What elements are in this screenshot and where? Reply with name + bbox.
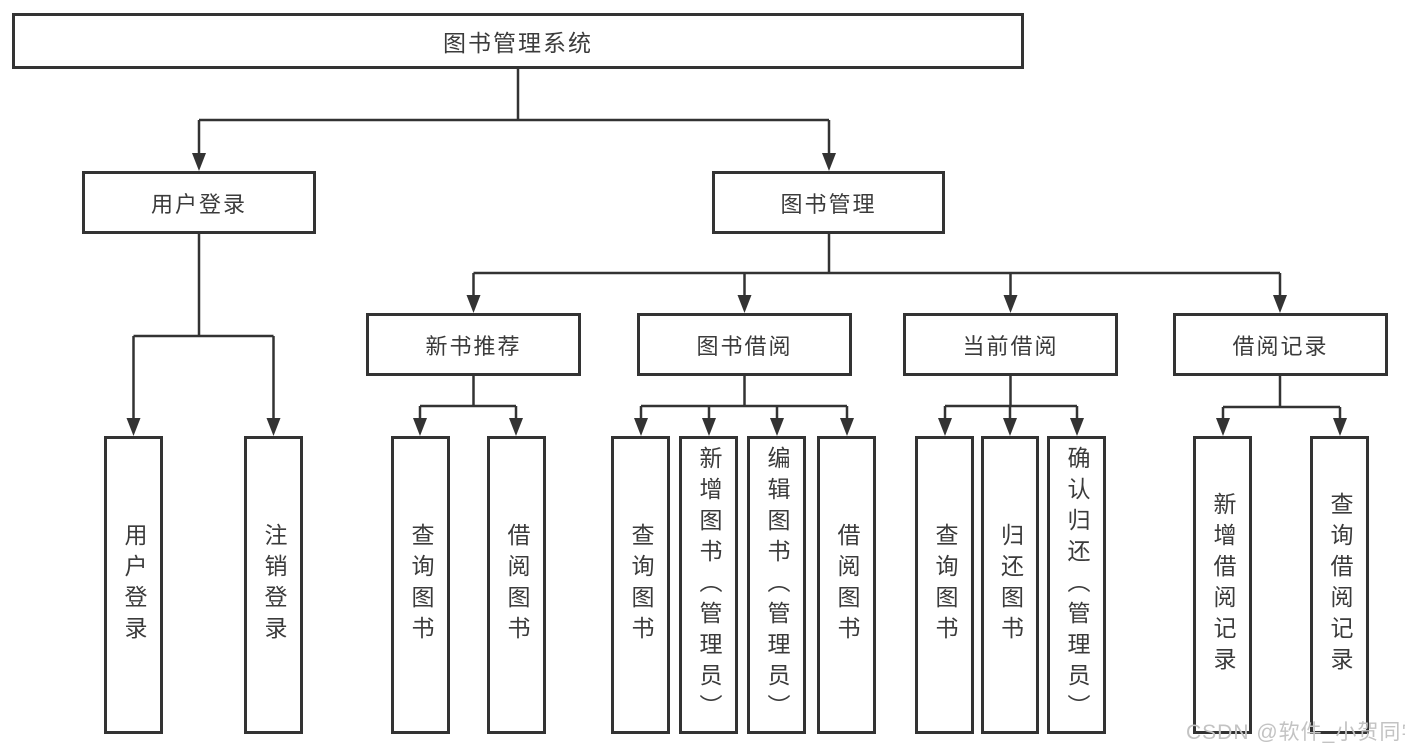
node-borrow-records: 借阅记录: [1173, 313, 1388, 376]
node-book-borrow: 图书借阅: [637, 313, 852, 376]
csdn-watermark: CSDN @软件_小贺同学: [1186, 721, 1405, 744]
node-current-borrow: 当前借阅: [903, 313, 1118, 376]
leaf-borrow-books: 借阅图书: [817, 436, 876, 734]
leaf-current-query-books: 查询图书: [915, 436, 974, 734]
leaf-user-login: 用户登录: [104, 436, 163, 734]
leaf-add-borrow-record: 新增借阅记录: [1193, 436, 1252, 734]
leaf-newbooks-query-books: 查询图书: [391, 436, 450, 734]
node-user-login: 用户登录: [82, 171, 316, 234]
node-library-management-system: 图书管理系统: [12, 13, 1024, 69]
leaf-newbooks-borrow-books: 借阅图书: [487, 436, 546, 734]
arrowheads: [126, 153, 1347, 436]
leaf-add-books-admin: 新增图书（管理员）: [679, 436, 738, 734]
node-new-book-recommend: 新书推荐: [366, 313, 581, 376]
leaf-edit-books-admin: 编辑图书（管理员）: [747, 436, 806, 734]
leaf-query-borrow-record: 查询借阅记录: [1310, 436, 1369, 734]
leaf-confirm-return-admin: 确认归还（管理员）: [1047, 436, 1106, 734]
leaf-borrow-query-books: 查询图书: [611, 436, 670, 734]
leaf-logout: 注销登录: [244, 436, 303, 734]
leaf-return-books: 归还图书: [981, 436, 1039, 734]
node-book-management: 图书管理: [712, 171, 945, 234]
